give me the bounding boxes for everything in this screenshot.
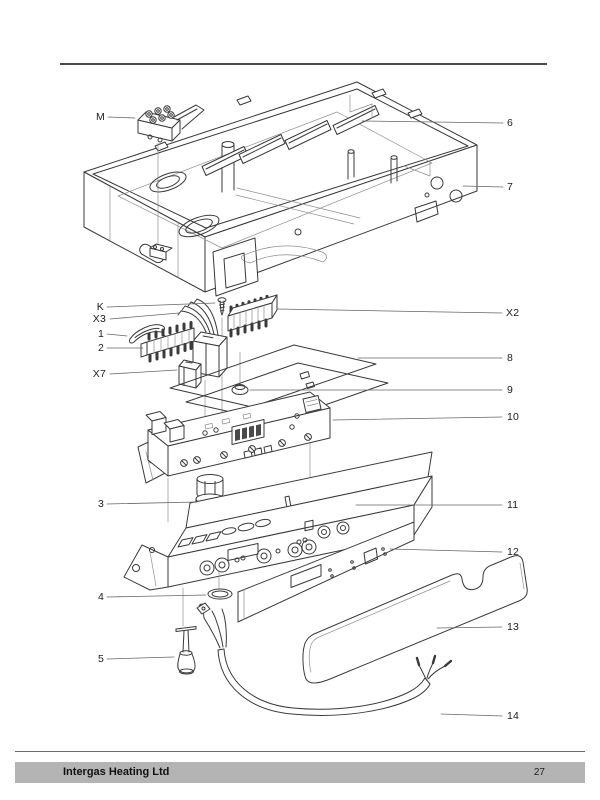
air-box-tray-part [83,81,478,297]
leader-line-1 [106,333,128,337]
assembly-guide-lines-lower [182,569,220,627]
leader-line-13 [436,626,503,629]
leader-line-5 [106,656,175,660]
insulation-foil-part [169,344,377,408]
m-terminal-block-part [137,104,205,261]
leader-line-X2 [277,308,503,314]
leader-line-X3 [109,312,180,320]
leader-line-7 [462,185,504,188]
footer-bar: Intergas Heating Ltd 27 [15,762,585,783]
footer-rule [15,751,585,752]
housing-display-window [227,543,259,561]
x7-connector-part [178,359,202,389]
footer-company-name: Intergas Heating Ltd [63,766,170,778]
leader-line-K [106,302,216,308]
top-rule [60,63,547,65]
mains-cable-part [196,602,453,716]
terminal-strip-2-part [140,321,195,363]
leader-line-M [107,116,136,119]
leader-line-3 [106,501,198,505]
cover-panel-part [302,555,528,684]
footer-page-number: 27 [533,767,545,778]
x2-terminal-strip-part [227,294,278,338]
leader-line-X7 [109,369,178,375]
leader-line-6 [361,120,504,124]
screw-k-part [217,297,227,316]
fascia-plate-part [237,521,415,623]
leader-line-12 [389,548,503,553]
pin-plug-part [175,626,197,675]
control-pcb-part [137,391,331,484]
leader-line-10 [332,416,503,421]
callout-leader-lines [106,116,504,717]
m-block-screws [145,105,175,124]
leader-line-14 [440,713,503,717]
leader-line-4 [106,594,207,598]
